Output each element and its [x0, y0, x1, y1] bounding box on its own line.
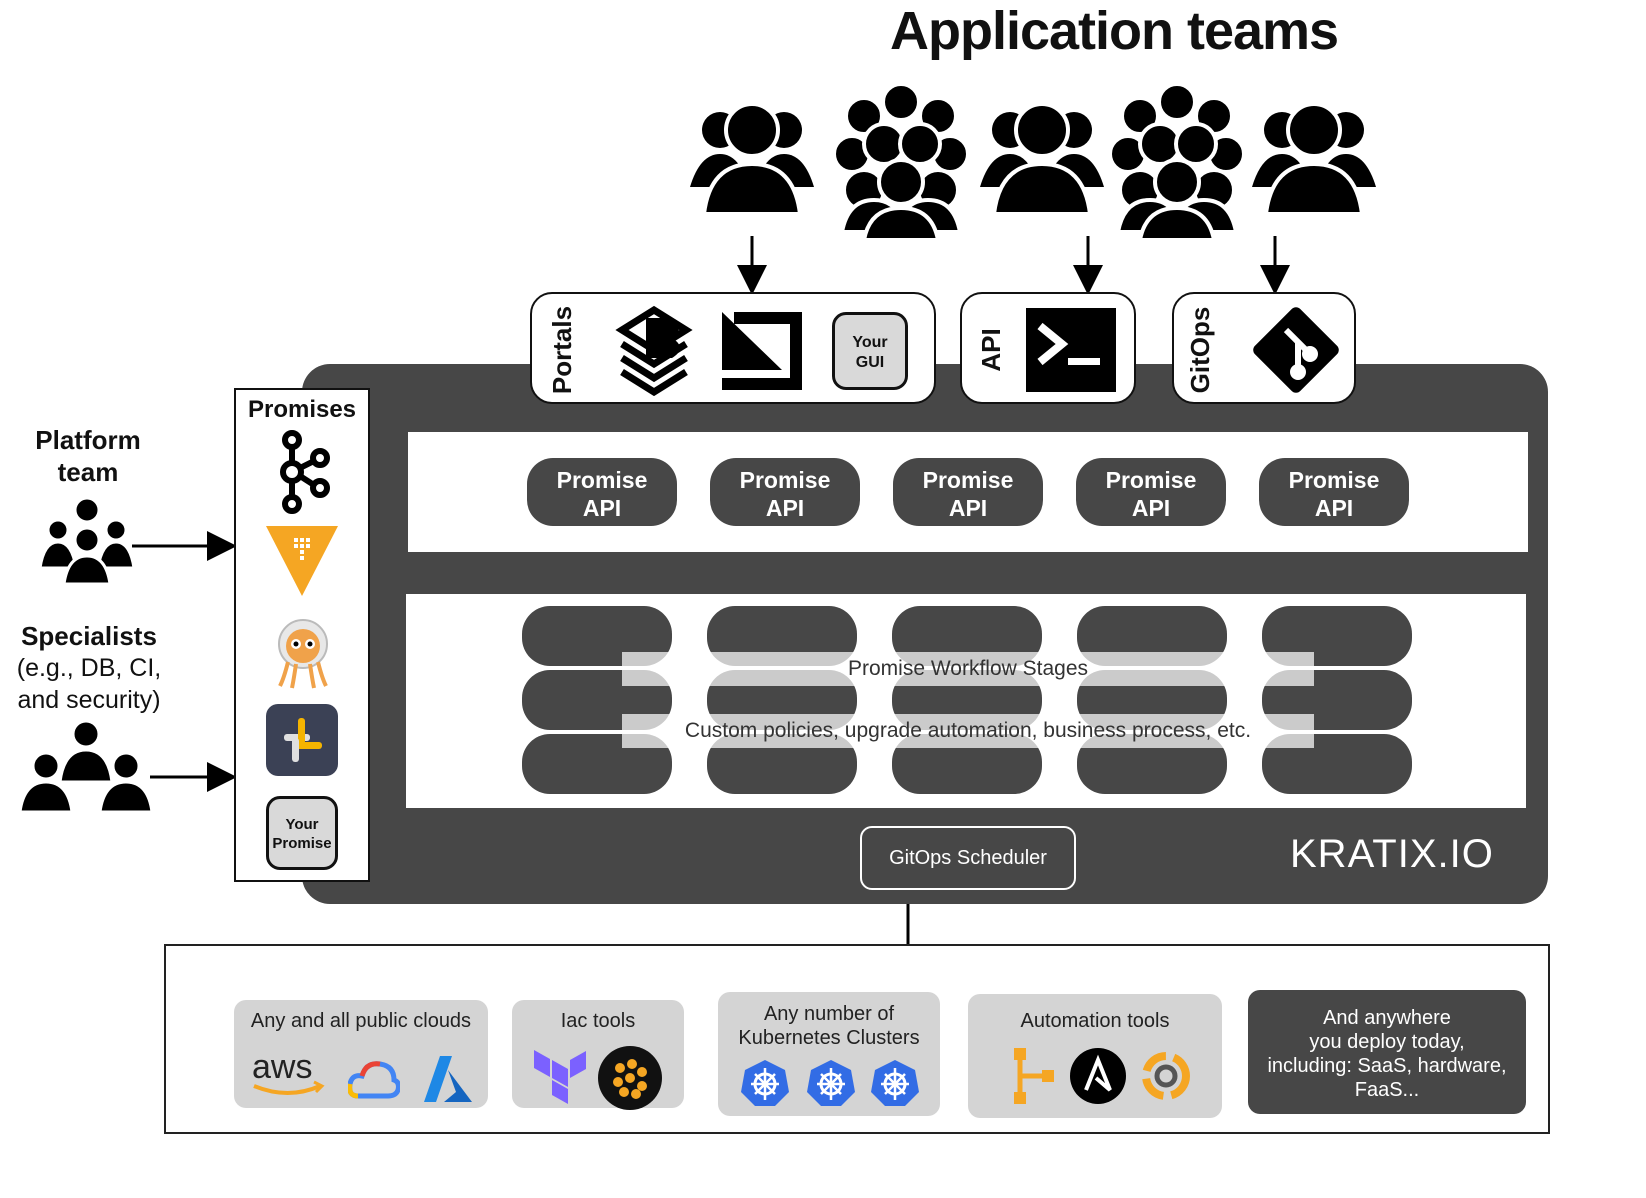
app-team-large-icon: [834, 82, 968, 242]
promise-api-4-line2: API: [1131, 495, 1171, 521]
app-team-single-icon: [690, 92, 814, 216]
argo-icon[interactable]: [274, 616, 332, 695]
destination-anywhere-line3: including: SaaS, hardware,: [1267, 1055, 1507, 1077]
promise-api-5-line1: Promise: [1288, 467, 1380, 493]
azure-icon: [424, 1056, 472, 1108]
destination-anywhere-line4: FaaS...: [1354, 1079, 1420, 1101]
pulumi-icon: [598, 1046, 662, 1116]
destination-public-clouds[interactable]: Any and all public clouds aws: [234, 1000, 488, 1108]
gitops-box: GitOps: [1172, 292, 1356, 404]
ansible-icon: [1070, 1048, 1126, 1110]
app-team-large-icon-2: [1110, 82, 1244, 242]
gcp-icon: [347, 1060, 401, 1106]
promise-api-5-line2: API: [1314, 495, 1354, 521]
promise-api-2-line1: Promise: [739, 467, 831, 493]
terminal-icon[interactable]: [1026, 308, 1116, 397]
destination-anywhere[interactable]: And anywhere you deploy today, including…: [1248, 990, 1526, 1114]
destination-automation-tools-label: Automation tools: [1020, 1010, 1170, 1032]
promises-heading: Promises: [247, 396, 357, 423]
promise-api-2-line2: API: [765, 495, 805, 521]
svg-text:aws: aws: [252, 1048, 312, 1086]
automation-icon: [1014, 1048, 1054, 1110]
platform-team-icon: [38, 496, 136, 589]
promise-api-2[interactable]: Promise API: [710, 458, 860, 526]
promise-api-1-line1: Promise: [556, 467, 648, 493]
destination-kubernetes-line1: Any number of: [763, 1003, 895, 1025]
destination-anywhere-line2: you deploy today,: [1309, 1031, 1465, 1053]
destination-kubernetes-label: Any number of Kubernetes Clusters: [718, 992, 940, 1050]
destination-public-clouds-label: Any and all public clouds: [250, 1010, 472, 1032]
your-promise-line2: Promise: [272, 835, 332, 852]
promise-api-4-line1: Promise: [1105, 467, 1197, 493]
promise-api-3-line2: API: [948, 495, 988, 521]
specialists-label: Specialists (e.g., DB, CI, and security): [6, 620, 172, 716]
api-box: API: [960, 292, 1136, 404]
git-icon[interactable]: [1246, 300, 1346, 405]
destination-iac-tools-label: Iac tools: [560, 1010, 636, 1032]
your-gui-line2: GUI: [855, 354, 885, 371]
terraform-icon: [534, 1050, 586, 1110]
slack-icon[interactable]: [266, 704, 338, 781]
promise-api-3[interactable]: Promise API: [893, 458, 1043, 526]
destination-kubernetes[interactable]: Any number of Kubernetes Clusters: [718, 992, 940, 1116]
gitops-label: GitOps: [1185, 306, 1215, 394]
destination-anywhere-line1: And anywhere: [1323, 1007, 1451, 1029]
portals-box: Portals Your GUI: [530, 292, 936, 404]
app-team-single-icon-3: [1252, 92, 1376, 216]
promise-api-5[interactable]: Promise API: [1259, 458, 1409, 526]
port-icon[interactable]: [722, 312, 802, 395]
app-team-single-icon-2: [980, 92, 1104, 216]
specialists-icon: [18, 719, 154, 817]
backstage-icon[interactable]: [614, 300, 698, 401]
specialists-line1: Specialists: [21, 621, 157, 651]
kubernetes-icon: [740, 1058, 920, 1114]
your-promise-line1: Your: [285, 816, 319, 833]
platform-team-label: Platform team: [10, 424, 166, 488]
destination-automation-tools[interactable]: Automation tools: [968, 994, 1222, 1118]
your-gui-box[interactable]: Your GUI: [832, 312, 908, 390]
platform-team-line1: Platform: [35, 425, 141, 455]
gitops-scheduler[interactable]: GitOps Scheduler: [860, 826, 1076, 890]
portals-label: Portals: [547, 305, 577, 395]
specialists-line3: and security): [17, 686, 161, 714]
promise-api-4[interactable]: Promise API: [1076, 458, 1226, 526]
destination-kubernetes-line2: Kubernetes Clusters: [738, 1027, 920, 1049]
promises-panel: Promises: [234, 388, 370, 882]
crossplane-icon: [1138, 1048, 1194, 1110]
vault-icon[interactable]: [266, 526, 338, 601]
specialists-line2: (e.g., DB, CI,: [16, 654, 162, 682]
kafka-icon[interactable]: [276, 430, 330, 519]
aws-icon: aws: [250, 1048, 330, 1106]
destination-iac-tools[interactable]: Iac tools: [512, 1000, 684, 1110]
workflow-custom-label: Custom policies, upgrade automation, bus…: [622, 714, 1314, 748]
platform-team-line2: team: [57, 457, 119, 487]
promise-api-3-line1: Promise: [922, 467, 1014, 493]
promise-api-1[interactable]: Promise API: [527, 458, 677, 526]
api-label: API: [976, 328, 1006, 372]
kratix-brand: KRATIX.IO: [1290, 832, 1494, 876]
workflow-stages-label: Promise Workflow Stages: [622, 652, 1314, 686]
your-promise-box[interactable]: Your Promise: [266, 796, 338, 870]
your-gui-line1: Your: [852, 334, 888, 351]
diagram-title: Application teams: [890, 1, 1339, 61]
promise-api-1-line2: API: [582, 495, 622, 521]
